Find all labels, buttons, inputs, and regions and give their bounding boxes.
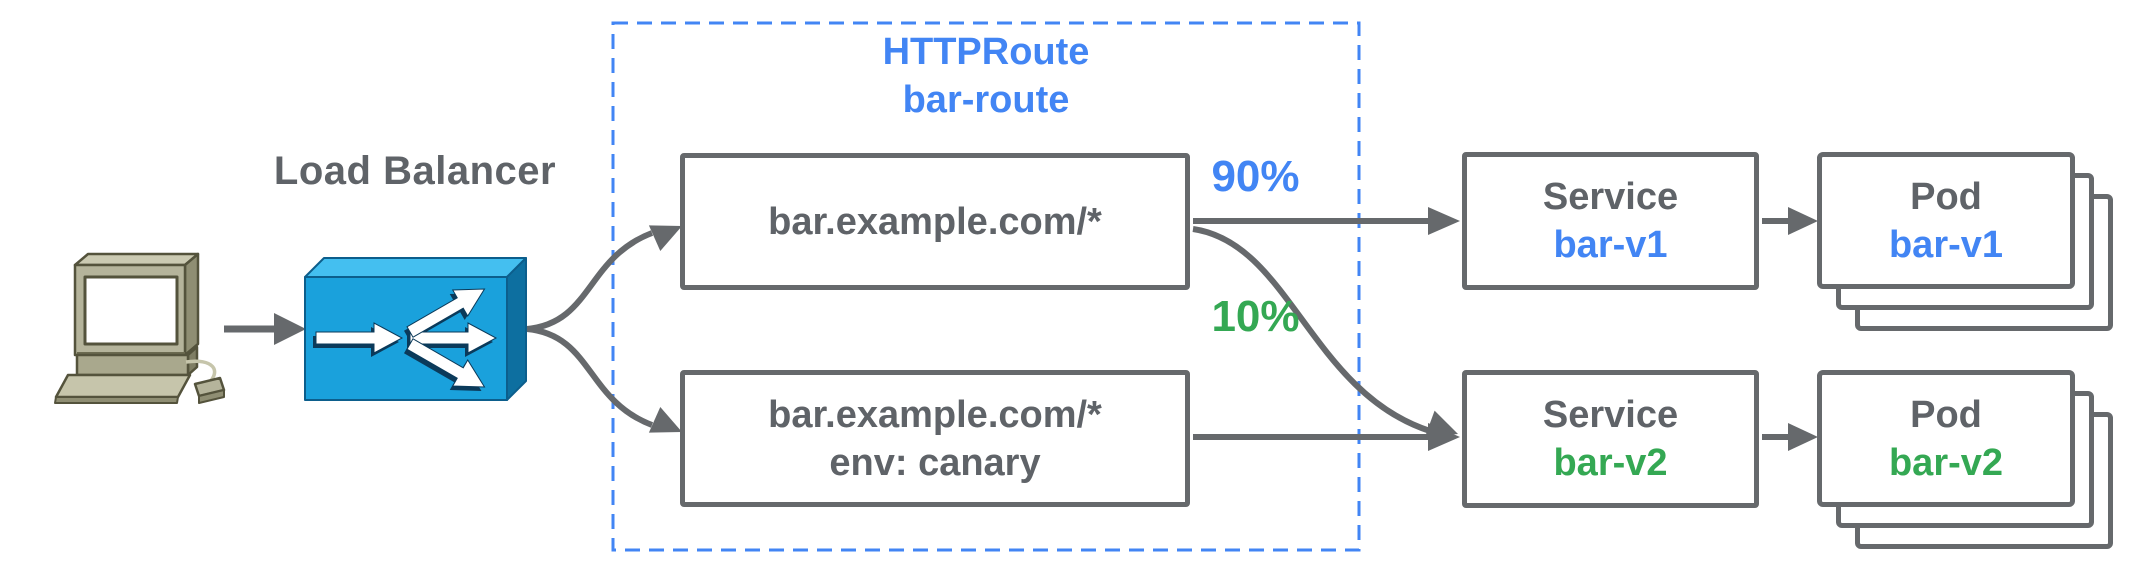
desktop-computer-icon [54, 252, 226, 404]
client-arrowhead [274, 313, 306, 345]
pod1-arrowhead [1788, 207, 1818, 235]
pod-group-bar-v1: Pod bar-v1 [1817, 152, 2117, 335]
service1-name-label: bar-v1 [1553, 224, 1668, 266]
arrowheads [274, 207, 1818, 451]
service-box-bar-v1: Service bar-v1 [1462, 152, 1759, 290]
route-match-box-1: bar.example.com/* [680, 153, 1190, 290]
match2-header: env: canary [829, 441, 1041, 484]
httproute-kind-label: HTTPRoute [882, 31, 1090, 73]
match2-arrowhead [648, 407, 682, 433]
service2-kind-label: Service [1542, 394, 1679, 436]
load-balancer-label: Load Balancer [273, 149, 557, 193]
service2-arrowhead [1428, 423, 1460, 451]
lb-to-match2-curve [526, 326, 654, 428]
pod1-name-label: bar-v1 [1888, 223, 2004, 266]
weight-10-label: 10% [1211, 292, 1300, 341]
match1-hostname: bar.example.com/* [768, 200, 1102, 243]
service-box-bar-v2: Service bar-v2 [1462, 370, 1759, 508]
flow-lines [224, 218, 1792, 440]
httproute-group-border [611, 21, 1361, 552]
httproute-name-label: bar-route [902, 79, 1070, 121]
service1-arrowhead [1428, 207, 1460, 235]
service1-kind-label: Service [1542, 176, 1679, 218]
lb-side-face [506, 257, 527, 401]
weight-90-label: 90% [1211, 152, 1300, 201]
pod-box-bar-v2: Pod bar-v2 [1817, 370, 2075, 507]
route-match-box-2: bar.example.com/* env: canary [680, 370, 1190, 507]
service2-name-label: bar-v2 [1553, 442, 1668, 484]
match1-to-service2-curve [1192, 226, 1431, 434]
lb-to-match1-curve [526, 230, 654, 332]
monitor-top-face [73, 252, 200, 267]
pod2-kind-label: Pod [1910, 393, 1982, 436]
keyboard-top [54, 373, 192, 399]
keyboard-front [54, 396, 179, 404]
match1-arrowhead [648, 225, 682, 251]
pod2-arrowhead [1788, 423, 1818, 451]
pod-group-bar-v2: Pod bar-v2 [1817, 370, 2117, 553]
mouse-front [198, 389, 225, 404]
monitor-screen [83, 275, 179, 346]
lb-top-face [304, 257, 527, 278]
monitor-side-face [183, 252, 200, 357]
match2-hostname: bar.example.com/* [768, 393, 1102, 436]
pod-box-bar-v1: Pod bar-v1 [1817, 152, 2075, 289]
pod1-kind-label: Pod [1910, 175, 1982, 218]
load-balancer-icon [304, 257, 527, 404]
httproute-group-title: HTTPRoute bar-route [613, 28, 1359, 124]
pod2-name-label: bar-v2 [1888, 441, 2004, 484]
computer-base [75, 353, 190, 377]
